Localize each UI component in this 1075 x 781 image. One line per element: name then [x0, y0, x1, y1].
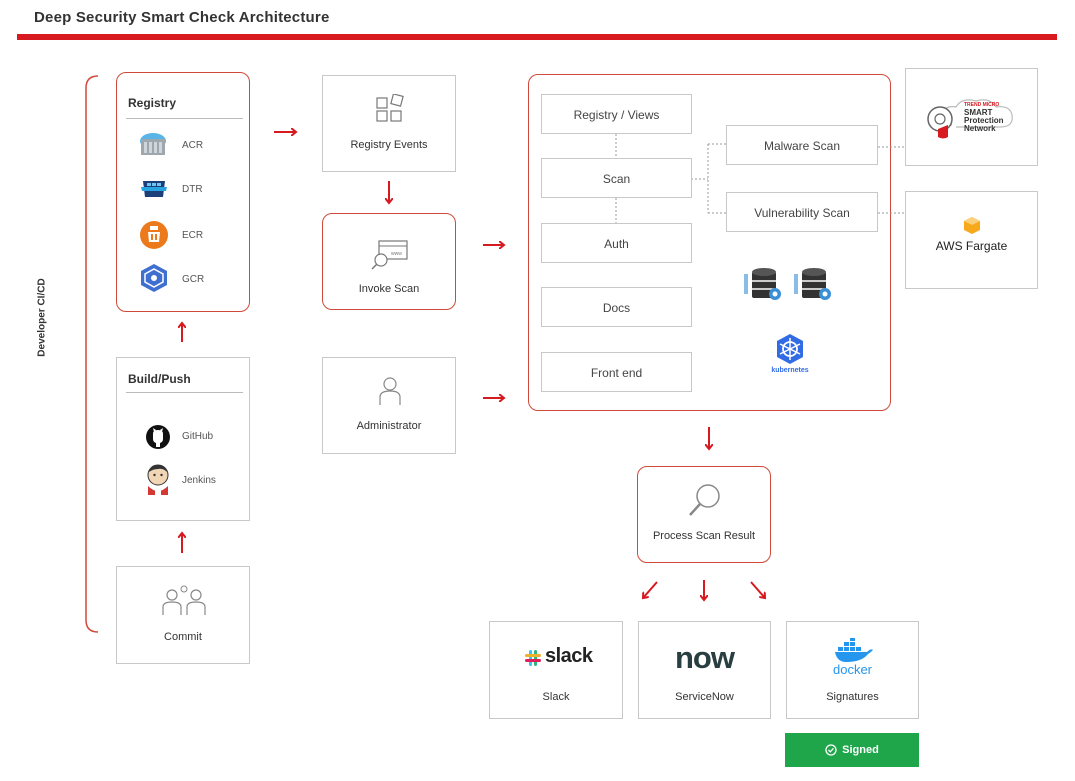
commit-label: Commit	[164, 631, 202, 643]
slack-box[interactable]: slack Slack	[489, 621, 623, 719]
registry-group[interactable]: Registry ACR DTR ECR GCR	[116, 72, 250, 312]
registry-item-acr: ACR	[182, 140, 204, 151]
service-scan[interactable]: Scan	[541, 158, 692, 198]
build-push-group[interactable]: Build/Push GitHub Jenkins	[116, 357, 250, 521]
administrator-box[interactable]: Administrator	[322, 357, 456, 454]
cluster-connectors	[615, 134, 906, 223]
svg-text:www: www	[391, 251, 402, 257]
aws-fargate-icon	[964, 217, 980, 234]
registry-divider	[126, 118, 243, 119]
signatures-label: Signatures	[826, 691, 879, 703]
amazon-ecr-icon	[140, 221, 168, 249]
database-icon-1	[744, 268, 781, 300]
registry-item-ecr: ECR	[182, 230, 204, 241]
registry-events-label: Registry Events	[350, 139, 428, 151]
kubernetes-label: kubernetes	[771, 367, 809, 374]
build-item-github: GitHub	[182, 431, 214, 442]
registry-events-box[interactable]: Registry Events	[322, 75, 456, 172]
slack-label: Slack	[542, 691, 570, 703]
signed-badge[interactable]: Signed	[785, 733, 919, 767]
docker-trusted-registry-icon	[141, 181, 167, 197]
service-auth[interactable]: Auth	[541, 223, 692, 263]
magnifier-icon	[689, 484, 720, 516]
build-item-jenkins: Jenkins	[182, 475, 216, 486]
google-container-registry-icon	[141, 264, 167, 292]
invoke-scan-label: Invoke Scan	[358, 283, 420, 295]
smart-protection-network-box[interactable]: TREND MICRO SMART Protection Network	[905, 68, 1038, 166]
user-icon	[379, 377, 401, 405]
arrow-process-to-signatures	[750, 581, 765, 598]
process-scan-result-label: Process Scan Result	[652, 530, 756, 542]
registry-title: Registry	[128, 96, 177, 110]
database-icons	[744, 268, 831, 300]
spn-line1: SMART	[964, 108, 993, 117]
process-scan-result-box[interactable]: Process Scan Result	[637, 466, 771, 563]
arrow-process-to-slack	[643, 581, 658, 598]
jenkins-icon	[147, 464, 169, 495]
build-push-title: Build/Push	[128, 372, 191, 386]
service-docs[interactable]: Docs	[541, 287, 692, 327]
trend-micro-spn-logo	[927, 99, 1013, 139]
users-icon	[162, 585, 206, 615]
database-icon-2	[794, 268, 831, 300]
administrator-label: Administrator	[356, 420, 422, 432]
service-registry-views[interactable]: Registry / Views	[541, 94, 692, 134]
registry-item-gcr: GCR	[182, 274, 205, 285]
invoke-scan-box[interactable]: www Invoke Scan	[322, 213, 456, 310]
ci-cd-bracket	[85, 75, 99, 633]
spn-line2: Protection	[964, 116, 1004, 125]
docker-wordmark: docker	[832, 662, 873, 677]
signed-label: Signed	[842, 744, 879, 756]
spn-brand: TREND MICRO	[964, 102, 1000, 108]
title-divider	[17, 34, 1057, 40]
build-push-divider	[126, 392, 243, 393]
slack-icon	[525, 650, 541, 666]
vulnerability-scan-box[interactable]: Vulnerability Scan	[726, 192, 878, 232]
signatures-box[interactable]: docker Signatures	[786, 621, 919, 719]
kubernetes-icon	[777, 334, 803, 364]
slack-logo: slack	[545, 645, 593, 667]
servicenow-label: ServiceNow	[675, 691, 734, 703]
servicenow-logo: now	[675, 640, 735, 675]
azure-registry-icon	[140, 133, 166, 155]
check-circle-icon	[825, 744, 837, 756]
web-scan-icon: www	[371, 240, 408, 270]
registry-item-dtr: DTR	[182, 184, 203, 195]
servicenow-box[interactable]: now ServiceNow	[638, 621, 771, 719]
malware-scan-box[interactable]: Malware Scan	[726, 125, 878, 165]
aws-fargate-label: AWS Fargate	[935, 239, 1008, 253]
service-front-end[interactable]: Front end	[541, 352, 692, 392]
docker-whale-icon	[835, 638, 873, 662]
commit-box[interactable]: Commit	[116, 566, 250, 664]
grid-blocks-icon	[376, 94, 404, 122]
page-title: Deep Security Smart Check Architecture	[34, 9, 330, 26]
github-icon	[146, 425, 170, 449]
spn-line3: Network	[964, 124, 996, 133]
aws-fargate-box[interactable]: AWS Fargate	[905, 191, 1038, 289]
